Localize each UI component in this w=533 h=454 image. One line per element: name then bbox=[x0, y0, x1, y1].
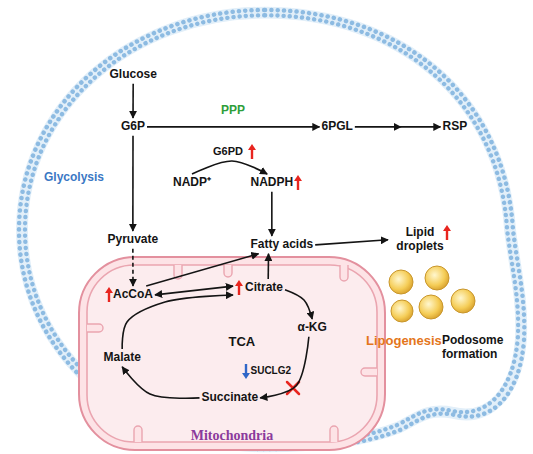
pathway-arrow bbox=[132, 136, 134, 231]
node-text: 6PGL bbox=[322, 120, 353, 134]
pathway-arrow bbox=[271, 192, 273, 236]
metabolite-node: 6PGL bbox=[322, 120, 353, 134]
metabolite-node: G6P bbox=[121, 120, 145, 134]
membrane-lipid-heads bbox=[25, 15, 518, 443]
pathway-arrow bbox=[192, 161, 267, 174]
lipid-droplet bbox=[419, 295, 443, 319]
inhibition-cross bbox=[287, 382, 299, 394]
up-regulation-arrow bbox=[446, 230, 448, 240]
metabolite-node: Fatty acids bbox=[251, 238, 314, 252]
node-text: Citrate bbox=[245, 281, 283, 295]
node-text: Malate bbox=[104, 351, 141, 365]
node-text: Lipid droplets bbox=[390, 226, 450, 254]
node-text: Pyruvate bbox=[108, 233, 159, 247]
metabolite-node: Malate bbox=[104, 351, 141, 365]
node-text: AcCoA bbox=[113, 288, 153, 302]
metabolite-node: Succinate bbox=[202, 391, 259, 405]
mitochondrial-crista bbox=[87, 324, 103, 332]
metabolite-node: Pyruvate bbox=[108, 233, 159, 247]
mitochondrial-crista bbox=[340, 265, 348, 281]
pathway-arrow bbox=[146, 254, 258, 286]
node-text: α-KG bbox=[298, 321, 327, 335]
process-label: Lipogenesis bbox=[366, 334, 442, 349]
metabolite-node: RSP bbox=[443, 120, 468, 134]
metabolite-node: Lipid droplets bbox=[390, 226, 450, 254]
up-regulation-arrow bbox=[297, 180, 299, 190]
metabolite-node: α-KG bbox=[298, 321, 327, 335]
node-text: Mitochondria bbox=[78, 428, 386, 444]
node-text: G6P bbox=[121, 120, 145, 134]
mitochondrial-crista bbox=[224, 265, 232, 277]
mitochondrion: Mitochondria AcCoA CitrateTCA α-KG MalateSuc… bbox=[78, 256, 386, 451]
metabolite-node: Citrate bbox=[245, 281, 283, 295]
node-text: Succinate bbox=[202, 391, 259, 405]
mitochondrion-outline bbox=[78, 256, 386, 451]
metabolite-node: AcCoA bbox=[113, 288, 153, 302]
mitochondrial-crista bbox=[174, 265, 182, 279]
edge-label: PPP bbox=[221, 104, 245, 118]
metabolite-node: NADPH bbox=[251, 176, 294, 190]
pathway-arrow bbox=[147, 126, 319, 128]
node-text: NADPH bbox=[251, 176, 294, 190]
metabolite-node: TCA bbox=[229, 335, 256, 350]
pathway-arrow bbox=[260, 337, 309, 398]
pathway-arrow bbox=[267, 254, 269, 279]
up-regulation-arrow bbox=[248, 144, 256, 150]
up-regulation-arrow bbox=[238, 285, 240, 295]
node-text: RSP bbox=[443, 120, 468, 134]
up-regulation-arrow bbox=[105, 287, 113, 293]
pathway-arrow bbox=[132, 249, 134, 286]
pathway-arrow bbox=[355, 126, 441, 128]
outer-membrane bbox=[79, 257, 385, 450]
metabolite-node: Glucose bbox=[110, 68, 157, 82]
pathway-arrow bbox=[155, 286, 233, 295]
up-regulation-arrow bbox=[108, 292, 110, 302]
pathway-arrow bbox=[122, 295, 233, 349]
mitochondrial-crista bbox=[134, 426, 142, 442]
pathway-arrow bbox=[132, 84, 134, 118]
membrane-lipid-heads bbox=[19, 10, 524, 449]
edge-label: G6PD bbox=[213, 145, 243, 158]
node-text: Glucose bbox=[110, 68, 157, 82]
pathway-arrow bbox=[315, 240, 388, 245]
lipid-droplet bbox=[425, 266, 449, 290]
process-label: Podosome formation bbox=[442, 334, 514, 362]
metabolite-node: NADP⁺ bbox=[173, 176, 211, 190]
lipid-droplet bbox=[391, 300, 413, 322]
cell-membrane bbox=[22, 13, 521, 447]
down-regulation-arrow bbox=[242, 373, 250, 379]
node-text: Fatty acids bbox=[251, 238, 314, 252]
node-text: NADP⁺ bbox=[173, 176, 211, 190]
pathway-arrow bbox=[122, 367, 199, 398]
pathway-arrow bbox=[285, 290, 312, 319]
up-regulation-arrow bbox=[294, 175, 302, 181]
up-regulation-arrow bbox=[235, 280, 243, 286]
lipid-droplet bbox=[451, 289, 475, 313]
lipid-droplet bbox=[389, 270, 413, 294]
mitochondrial-crista bbox=[361, 368, 377, 376]
edge-label: SUCLG2 bbox=[251, 365, 292, 377]
edge-label: Glycolysis bbox=[44, 171, 104, 185]
down-regulation-arrow bbox=[245, 364, 247, 374]
inner-membrane bbox=[87, 265, 377, 442]
mitochondrial-crista bbox=[330, 426, 338, 442]
up-regulation-arrow bbox=[251, 149, 253, 159]
up-regulation-arrow bbox=[443, 225, 451, 231]
node-text: TCA bbox=[229, 335, 256, 350]
